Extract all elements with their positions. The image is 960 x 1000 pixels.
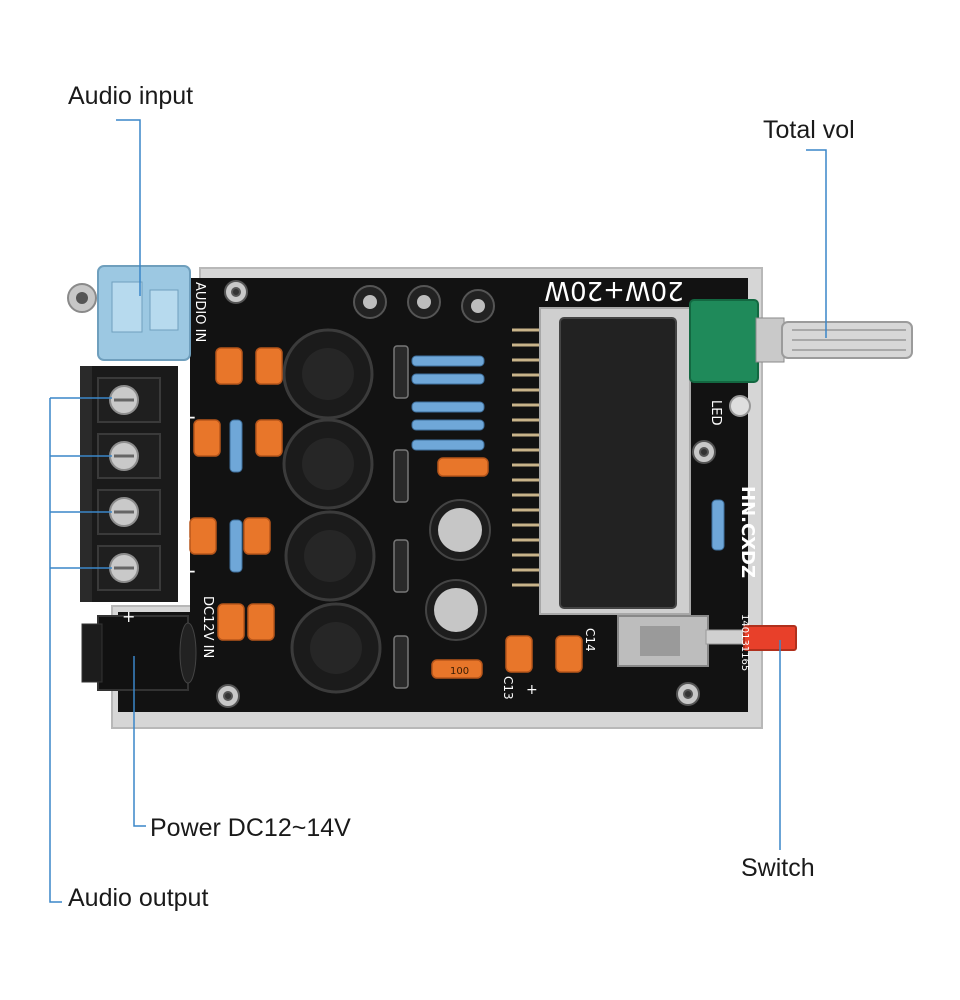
resistors	[229, 355, 725, 573]
power-switch	[617, 615, 797, 667]
film-capacitors	[189, 347, 583, 679]
volume-potentiometer	[689, 299, 913, 383]
diodes	[393, 345, 409, 689]
silk-audio-in: AUDIO IN	[192, 282, 207, 342]
audio-output-label: Audio output	[68, 884, 209, 912]
callout-line-total-vol	[806, 149, 827, 338]
silk-minus-2: -	[182, 509, 189, 533]
silk-c13: C13	[501, 676, 515, 700]
silk-dc-plus: +	[122, 607, 135, 626]
switch-label: Switch	[741, 854, 815, 882]
silk-brand: HN.CXDZ	[737, 486, 758, 578]
silk-date: 140131165	[739, 614, 750, 671]
silk-minus-1: -	[182, 451, 189, 475]
mounting-holes	[216, 280, 716, 708]
silk-r-mark: R	[174, 440, 193, 451]
silk-plus-1: +	[180, 405, 197, 429]
cap-value-label: 100	[450, 666, 469, 677]
dc-power-jack	[81, 615, 197, 691]
silk-plus-2: +	[180, 559, 197, 583]
speaker-terminal-block	[80, 366, 178, 602]
audio-input-jack	[67, 265, 191, 361]
silk-c14: C14	[583, 628, 597, 652]
power-label: Power DC12~14V	[150, 814, 351, 842]
amplifier-ic	[559, 317, 677, 609]
large-electrolytic-capacitors	[425, 499, 491, 641]
callout-line-audio-input	[116, 119, 141, 296]
callout-line-audio-output	[49, 398, 62, 903]
led	[729, 395, 751, 417]
callout-lines	[49, 119, 827, 903]
audio-input-label: Audio input	[68, 82, 194, 110]
silk-title: 20W+20W	[544, 275, 683, 305]
silk-c13-plus: +	[526, 682, 538, 698]
callout-line-power	[133, 656, 146, 827]
total-vol-label: Total vol	[763, 116, 855, 144]
silk-dc-in: DC12V IN	[200, 596, 215, 658]
silk-l-mark: L	[174, 536, 193, 545]
silk-led: LED	[708, 400, 723, 425]
